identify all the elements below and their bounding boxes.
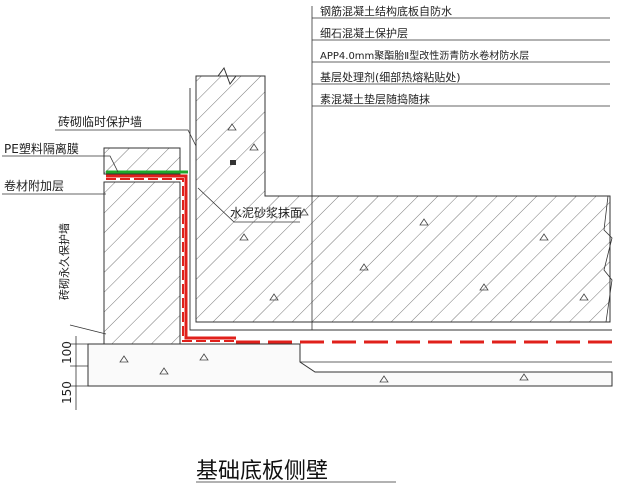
callout-primer: 基层处理剂(细部热熔粘贴处)	[320, 70, 461, 84]
label-brick-perm-wall: 砖砌永久保护墙	[57, 223, 71, 300]
label-mortar-finish: 水泥砂浆抹面	[230, 205, 302, 220]
waterproof-membrane	[106, 174, 612, 344]
callout-fine-concrete: 细石混凝土保护层	[320, 26, 408, 40]
callout-app-membrane: APP4.0mm聚酯胎Ⅱ型改性沥青防水卷材防水层	[320, 49, 529, 62]
brick-temporary-protection-wall	[103, 147, 181, 175]
label-pe-film: PE塑料隔离膜	[4, 141, 79, 156]
dimension-100: 100	[60, 341, 74, 364]
rc-structural-slab	[189, 66, 613, 331]
label-extra-layer: 卷材附加层	[4, 178, 64, 193]
brick-permanent-protection-wall	[103, 181, 181, 345]
drawing-title: 基础底板侧壁	[196, 459, 328, 484]
concrete-cushion-layer	[87, 343, 613, 387]
callout-cushion: 素混凝土垫层随捣随抹	[320, 92, 430, 106]
label-brick-temp-wall: 砖砌临时保护墙	[58, 114, 142, 129]
dimension-150: 150	[60, 381, 74, 404]
membrane-end-mark	[230, 160, 236, 165]
dimension-lines	[70, 336, 88, 410]
callout-rc-slab: 钢筋混凝土结构底板自防水	[320, 4, 452, 18]
callout-leaders	[2, 6, 610, 335]
aggregate-marks	[119, 123, 589, 383]
